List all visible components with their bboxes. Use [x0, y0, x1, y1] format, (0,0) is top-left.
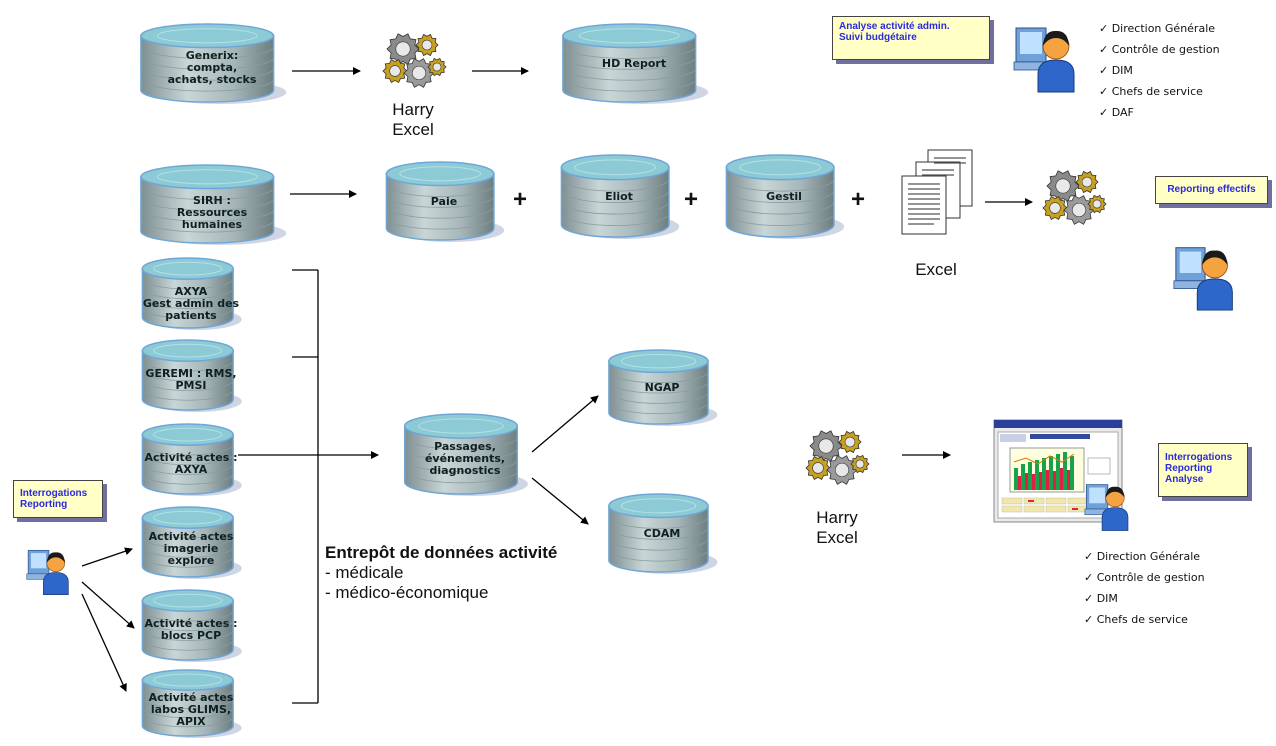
- checklist-item: ✓ DIM: [1099, 64, 1133, 77]
- user-computer-icon: [1170, 236, 1244, 312]
- box-interro-right-line3: Analyse: [1165, 474, 1204, 485]
- box-reporting-effectifs: Reporting effectifs: [1155, 176, 1268, 204]
- entrepot-text: Entrepôt de données activité - médicale …: [325, 543, 557, 603]
- user-computer-icon: [1010, 16, 1080, 94]
- tool-label-excel: Excel: [915, 260, 957, 279]
- arrow-user-imagerie: [81, 547, 133, 567]
- database-icon: [141, 506, 242, 579]
- database-geremi-label: GEREMI : RMS, PMSI: [145, 367, 237, 392]
- database-eliot: Eliot: [555, 153, 683, 241]
- database-icon: [403, 413, 528, 496]
- database-icon: [141, 339, 242, 412]
- database-actes-blocs: Activité actes : blocs PCP: [137, 588, 245, 664]
- database-icon: [140, 23, 287, 104]
- checklist-item: ✓ Direction Générale: [1084, 550, 1201, 563]
- database-icon: [141, 669, 242, 738]
- database-icon: [560, 154, 680, 239]
- checklist-item: ✓ DIM: [1084, 592, 1118, 605]
- database-actes-imagerie: Activité actes imagerie explore: [137, 505, 245, 581]
- database-actes-imagerie-label: Activité actes imagerie explore: [148, 530, 234, 567]
- database-gestil-label: Gestil: [766, 190, 802, 203]
- entrepot-line2: - médico-économique: [325, 583, 489, 602]
- database-ngap-label: NGAP: [644, 381, 680, 394]
- box-interro-right-line2: Reporting: [1165, 463, 1213, 474]
- database-icon: [725, 154, 845, 239]
- plus-sign: +: [513, 186, 528, 213]
- database-actes-axya-label: Activité actes : AXYA: [144, 451, 238, 476]
- database-cdam: CDAM: [603, 492, 721, 576]
- user-computer-icon: [1082, 476, 1140, 532]
- database-passages-label: Passages, événements, diagnostics: [424, 440, 506, 477]
- database-axya: AXYA Gest admin des patients: [137, 256, 245, 332]
- checklist-item: ✓ Chefs de service: [1084, 613, 1188, 626]
- database-gestil: Gestil: [720, 153, 848, 241]
- database-icon: [141, 589, 242, 662]
- box-analyse-line2: Suivi budgétaire: [839, 32, 917, 43]
- database-icon: [562, 23, 709, 104]
- box-interro-left-line2: Reporting: [20, 499, 68, 510]
- database-passages: Passages, événements, diagnostics: [398, 412, 532, 498]
- database-actes-labos: Activité actes labos GLIMS, APIX: [137, 668, 245, 740]
- gears-icon: [373, 25, 455, 93]
- entrepot-title: Entrepôt de données activité: [325, 543, 558, 562]
- database-axya-label: AXYA Gest admin des patients: [142, 285, 240, 322]
- database-geremi: GEREMI : RMS, PMSI: [137, 338, 245, 414]
- checklist-item: ✓ Chefs de service: [1099, 85, 1203, 98]
- tool-label-harry-excel-top: Harry Excel: [392, 100, 434, 139]
- documents-icon: [898, 148, 978, 240]
- box-interro-right-line1: Interrogations: [1165, 452, 1233, 463]
- checklist-item: ✓ DAF: [1099, 106, 1134, 119]
- database-generix: Generix: compta, achats, stocks: [133, 22, 291, 106]
- checklist-item: ✓ Direction Générale: [1099, 22, 1216, 35]
- gears-icon: [796, 422, 878, 490]
- database-hd-report: HD Report: [555, 22, 713, 106]
- database-icon: [140, 164, 287, 245]
- database-ngap: NGAP: [603, 348, 721, 428]
- checklist-top: ✓ Direction Générale ✓ Contrôle de gesti…: [1099, 18, 1220, 123]
- checklist-item: ✓ Contrôle de gestion: [1084, 571, 1205, 584]
- box-interrogations-left: Interrogations Reporting: [13, 480, 103, 518]
- arrow-passages-ngap: [531, 395, 599, 453]
- database-actes-labos-label: Activité actes labos GLIMS, APIX: [148, 691, 234, 728]
- gears-icon: [1033, 162, 1115, 230]
- user-computer-icon: [24, 542, 80, 596]
- box-analyse-line1: Analyse activité admin.: [839, 21, 950, 32]
- database-generix-label: Generix: compta, achats, stocks: [167, 49, 257, 86]
- entrepot-line1: - médicale: [325, 563, 404, 582]
- database-actes-blocs-label: Activité actes : blocs PCP: [144, 617, 238, 642]
- plus-sign: +: [851, 186, 866, 213]
- database-icon: [608, 493, 718, 574]
- database-hd-report-label: HD Report: [601, 57, 667, 70]
- box-interro-left-line1: Interrogations: [20, 488, 88, 499]
- report-screen-icon: [990, 418, 1142, 534]
- database-actes-axya: Activité actes : AXYA: [137, 422, 245, 498]
- arrow-user-blocs: [81, 581, 135, 629]
- plus-sign: +: [684, 186, 699, 213]
- database-cdam-label: CDAM: [643, 527, 681, 540]
- tool-label-harry-excel-bottom: Harry Excel: [816, 508, 858, 547]
- arrow-passages-cdam: [531, 477, 589, 525]
- arrow-user-labos: [81, 593, 127, 692]
- database-paie: Paie: [380, 160, 508, 244]
- box-interrogations-right: Interrogations Reporting Analyse: [1158, 443, 1248, 497]
- database-icon: [141, 257, 242, 330]
- database-icon: [608, 349, 718, 426]
- database-sirh-label: SIRH : Ressources humaines: [176, 194, 248, 231]
- checklist-bottom: ✓ Direction Générale ✓ Contrôle de gesti…: [1084, 546, 1205, 630]
- box-reporting-effectifs-label: Reporting effectifs: [1167, 184, 1256, 195]
- database-paie-label: Paie: [430, 195, 458, 208]
- database-sirh: SIRH : Ressources humaines: [133, 163, 291, 247]
- box-analyse-activite: Analyse activité admin. Suivi budgétaire: [832, 16, 990, 60]
- database-eliot-label: Eliot: [605, 190, 633, 203]
- database-icon: [385, 161, 505, 242]
- checklist-item: ✓ Contrôle de gestion: [1099, 43, 1220, 56]
- database-icon: [141, 423, 242, 496]
